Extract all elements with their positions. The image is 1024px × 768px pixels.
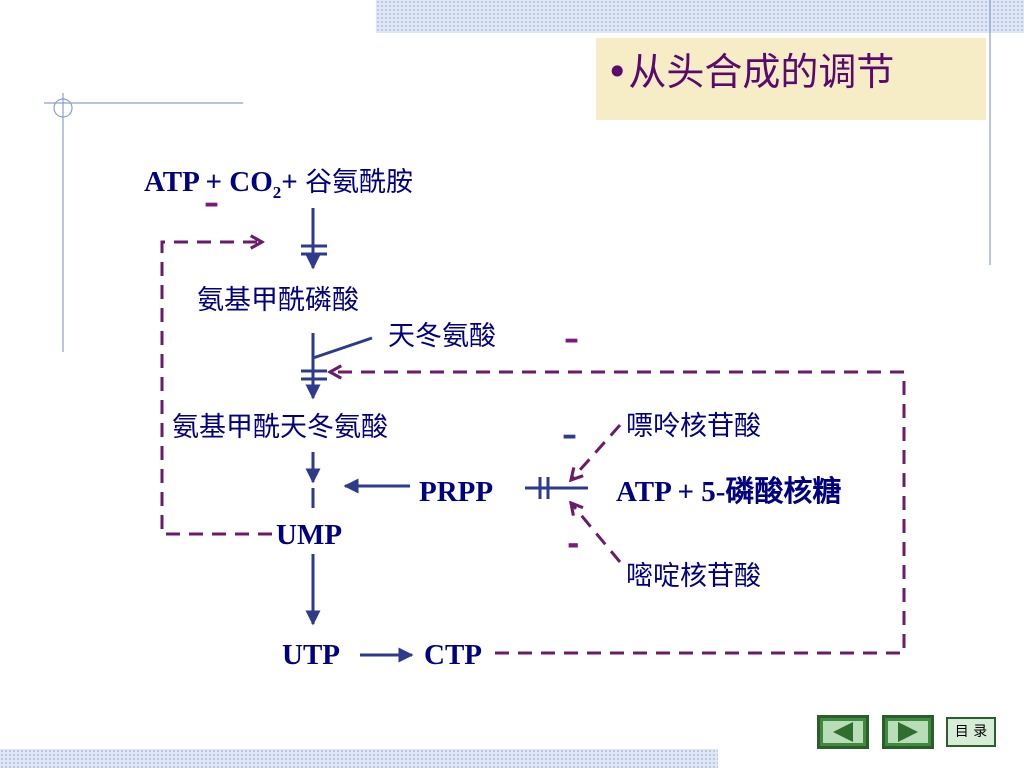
ctp-label: CTP bbox=[424, 639, 482, 671]
next-slide-button[interactable] bbox=[882, 715, 934, 749]
pyrimidine-nucleotides-label: 嘧啶核苷酸 bbox=[626, 561, 761, 592]
inhibition-bars bbox=[301, 244, 588, 499]
aspartate-label: 天冬氨酸 bbox=[388, 321, 496, 352]
inhibit-sign-1: – bbox=[204, 186, 219, 221]
co2-subscript: 2 bbox=[272, 182, 282, 202]
slide-title: •从头合成的调节 bbox=[606, 50, 895, 94]
carbamoyl-aspartate-label: 氨基甲酰天冬氨酸 bbox=[172, 412, 388, 443]
co2-text: CO bbox=[229, 166, 273, 198]
reactants-label: ATP + CO2+ 谷氨酰胺 bbox=[144, 165, 413, 210]
atp-text: ATP bbox=[144, 166, 199, 198]
main-pathway-arrows bbox=[305, 208, 414, 663]
inhibit-sign-2: – bbox=[564, 322, 579, 357]
triangle-right-icon bbox=[898, 722, 918, 742]
plus-text-2: + bbox=[281, 166, 306, 198]
inhibit-sign-4: - bbox=[567, 527, 580, 562]
prev-slide-button[interactable] bbox=[817, 715, 869, 749]
feedback-loops bbox=[160, 242, 906, 655]
carbamoyl-phosphate-label: 氨基甲酰磷酸 bbox=[197, 285, 359, 316]
prpp-label: PRPP bbox=[419, 476, 494, 508]
top-pattern-band bbox=[376, 0, 1024, 33]
glutamine-label: 谷氨酰胺 bbox=[305, 167, 414, 198]
atp-ribose-label: ATP + 5-磷酸核糖 bbox=[616, 476, 842, 508]
bottom-pattern-band bbox=[0, 749, 718, 768]
triangle-left-icon bbox=[833, 722, 853, 742]
frame-decoration bbox=[44, 0, 991, 352]
table-of-contents-button[interactable]: 目 录 bbox=[946, 717, 996, 747]
utp-label: UTP bbox=[282, 639, 340, 671]
title-box bbox=[596, 38, 986, 120]
plus-text: + bbox=[198, 166, 230, 198]
inhibit-sign-3: – bbox=[562, 418, 577, 453]
purine-nucleotides-label: 嘌呤核苷酸 bbox=[626, 411, 761, 442]
ump-label: UMP bbox=[276, 519, 343, 551]
